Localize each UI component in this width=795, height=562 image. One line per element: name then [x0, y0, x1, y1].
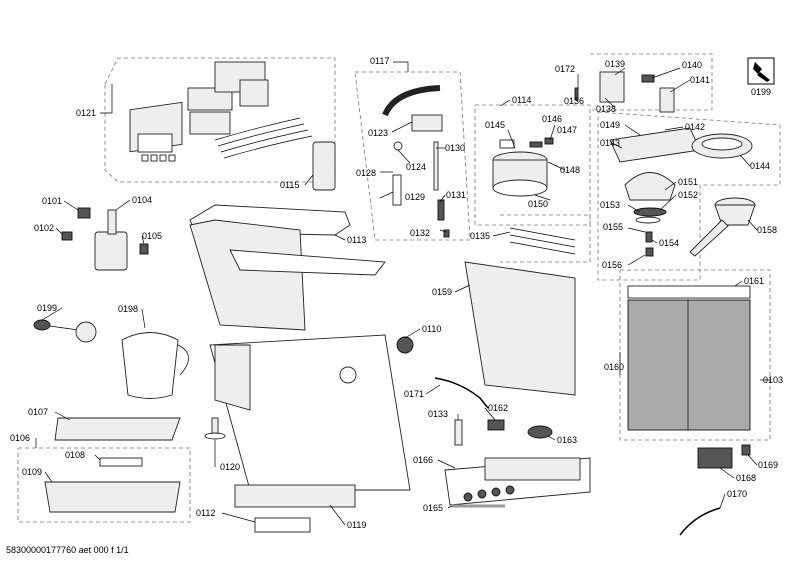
- callout-0149: 0149: [600, 120, 620, 130]
- callout-0133: 0133: [428, 409, 448, 419]
- callout-0163: 0163: [557, 435, 577, 445]
- callout-0170: 0170: [727, 489, 747, 499]
- callout-0162: 0162: [488, 403, 508, 413]
- drip-tray-assembly: [44, 417, 181, 513]
- callout-0110: 0110: [422, 324, 441, 334]
- callout-0148: 0148: [560, 165, 580, 175]
- base-board: [444, 457, 591, 508]
- wrench-icon: [747, 57, 775, 85]
- callout-0156: 0156: [602, 260, 622, 270]
- callout-0140: 0140: [682, 60, 702, 70]
- callout-0104: 0104: [132, 195, 152, 205]
- callout-0108: 0108: [65, 450, 85, 460]
- callout-0150: 0150: [528, 199, 548, 209]
- callout-0130: 0130: [445, 143, 465, 153]
- callout-0123: 0123: [368, 128, 388, 138]
- float-indicator: [204, 417, 226, 440]
- callout-0117: 0117: [370, 56, 389, 66]
- callout-0165: 0165: [423, 503, 443, 513]
- seal-part: [527, 425, 553, 439]
- power-cord: [679, 507, 721, 536]
- callout-0121: 0121: [76, 108, 96, 118]
- electronic-module: [312, 141, 336, 191]
- boiler-assembly: [492, 137, 554, 197]
- callout-0155: 0155: [603, 222, 623, 232]
- callout-0147: 0147: [557, 125, 577, 135]
- callout-0145: 0145: [485, 120, 505, 130]
- callout-0124: 0124: [406, 162, 426, 172]
- callout-0136: 0136: [564, 96, 584, 106]
- callout-0154: 0154: [659, 238, 679, 248]
- callout-0120: 0120: [220, 462, 240, 472]
- valve-block: [697, 447, 733, 469]
- callout-0129: 0129: [405, 192, 425, 202]
- side-panel-assembly: [627, 285, 751, 431]
- heating-rods: [509, 227, 576, 255]
- switch-part: [487, 419, 505, 431]
- tube-assembly: [382, 85, 450, 238]
- rear-panel: [464, 261, 576, 396]
- control-panel-assembly: [129, 61, 313, 162]
- callout-0146: 0146: [542, 114, 562, 124]
- pin-part: [454, 419, 463, 446]
- callout-0160: 0160: [604, 362, 624, 372]
- callout-0144: 0144: [750, 161, 770, 171]
- callout-0142: 0142: [685, 122, 705, 132]
- callout-0152: 0152: [678, 190, 698, 200]
- callout-0113: 0113: [347, 235, 366, 245]
- leader-lines: [35, 61, 770, 526]
- callout-0112: 0112: [196, 508, 215, 518]
- milk-jug: [121, 332, 189, 399]
- main-housing: [189, 204, 411, 533]
- callout-0199-spoon: 0199: [37, 303, 57, 313]
- brew-head-parts: [609, 127, 753, 257]
- callout-0159: 0159: [432, 287, 452, 297]
- callout-0138: 0138: [596, 104, 616, 114]
- callout-labels: 0121 0117 0123 0124 0130 0128 0129 0131 …: [10, 56, 783, 530]
- callout-0161: 0161: [744, 276, 764, 286]
- callout-0114: 0114: [512, 95, 531, 105]
- document-footer: 58300000177760 aet 000 f 1/1: [6, 545, 129, 555]
- callout-0131: 0131: [446, 190, 466, 200]
- rotary-knob: [396, 336, 414, 354]
- callout-0102: 0102: [34, 223, 54, 233]
- callout-0143: 0143: [600, 138, 620, 148]
- callout-0103: 0103: [763, 375, 783, 385]
- callout-0106: 0106: [10, 433, 30, 443]
- callout-0141: 0141: [690, 75, 710, 85]
- callout-0107: 0107: [28, 407, 48, 417]
- callout-0139: 0139: [605, 59, 625, 69]
- callout-0153: 0153: [600, 200, 620, 210]
- callout-0109: 0109: [22, 467, 42, 477]
- callout-0115: 0115: [280, 180, 299, 190]
- callout-0198: 0198: [118, 304, 138, 314]
- callout-0171: 0171: [404, 389, 424, 399]
- callout-0166: 0166: [413, 455, 433, 465]
- callout-0119: 0119: [347, 520, 366, 530]
- callout-0169: 0169: [758, 460, 778, 470]
- callout-0158: 0158: [757, 225, 777, 235]
- filter-holder: [689, 197, 756, 257]
- measuring-spoon: [33, 319, 97, 343]
- callout-0135: 0135: [470, 231, 490, 241]
- temperature-sensor: [434, 377, 489, 409]
- callout-0151: 0151: [678, 177, 698, 187]
- callout-0101: 0101: [42, 196, 62, 206]
- callout-0168: 0168: [736, 473, 756, 483]
- callout-0128: 0128: [356, 168, 376, 178]
- callout-0132: 0132: [410, 228, 430, 238]
- connector-part: [741, 444, 751, 456]
- group-outlines: [17, 53, 781, 523]
- callout-0199-wrench: 0199: [751, 87, 771, 97]
- valve-assembly: [574, 71, 675, 113]
- pump-assembly: [61, 207, 149, 271]
- callout-0105: 0105: [142, 231, 162, 241]
- callout-0172: 0172: [555, 64, 575, 74]
